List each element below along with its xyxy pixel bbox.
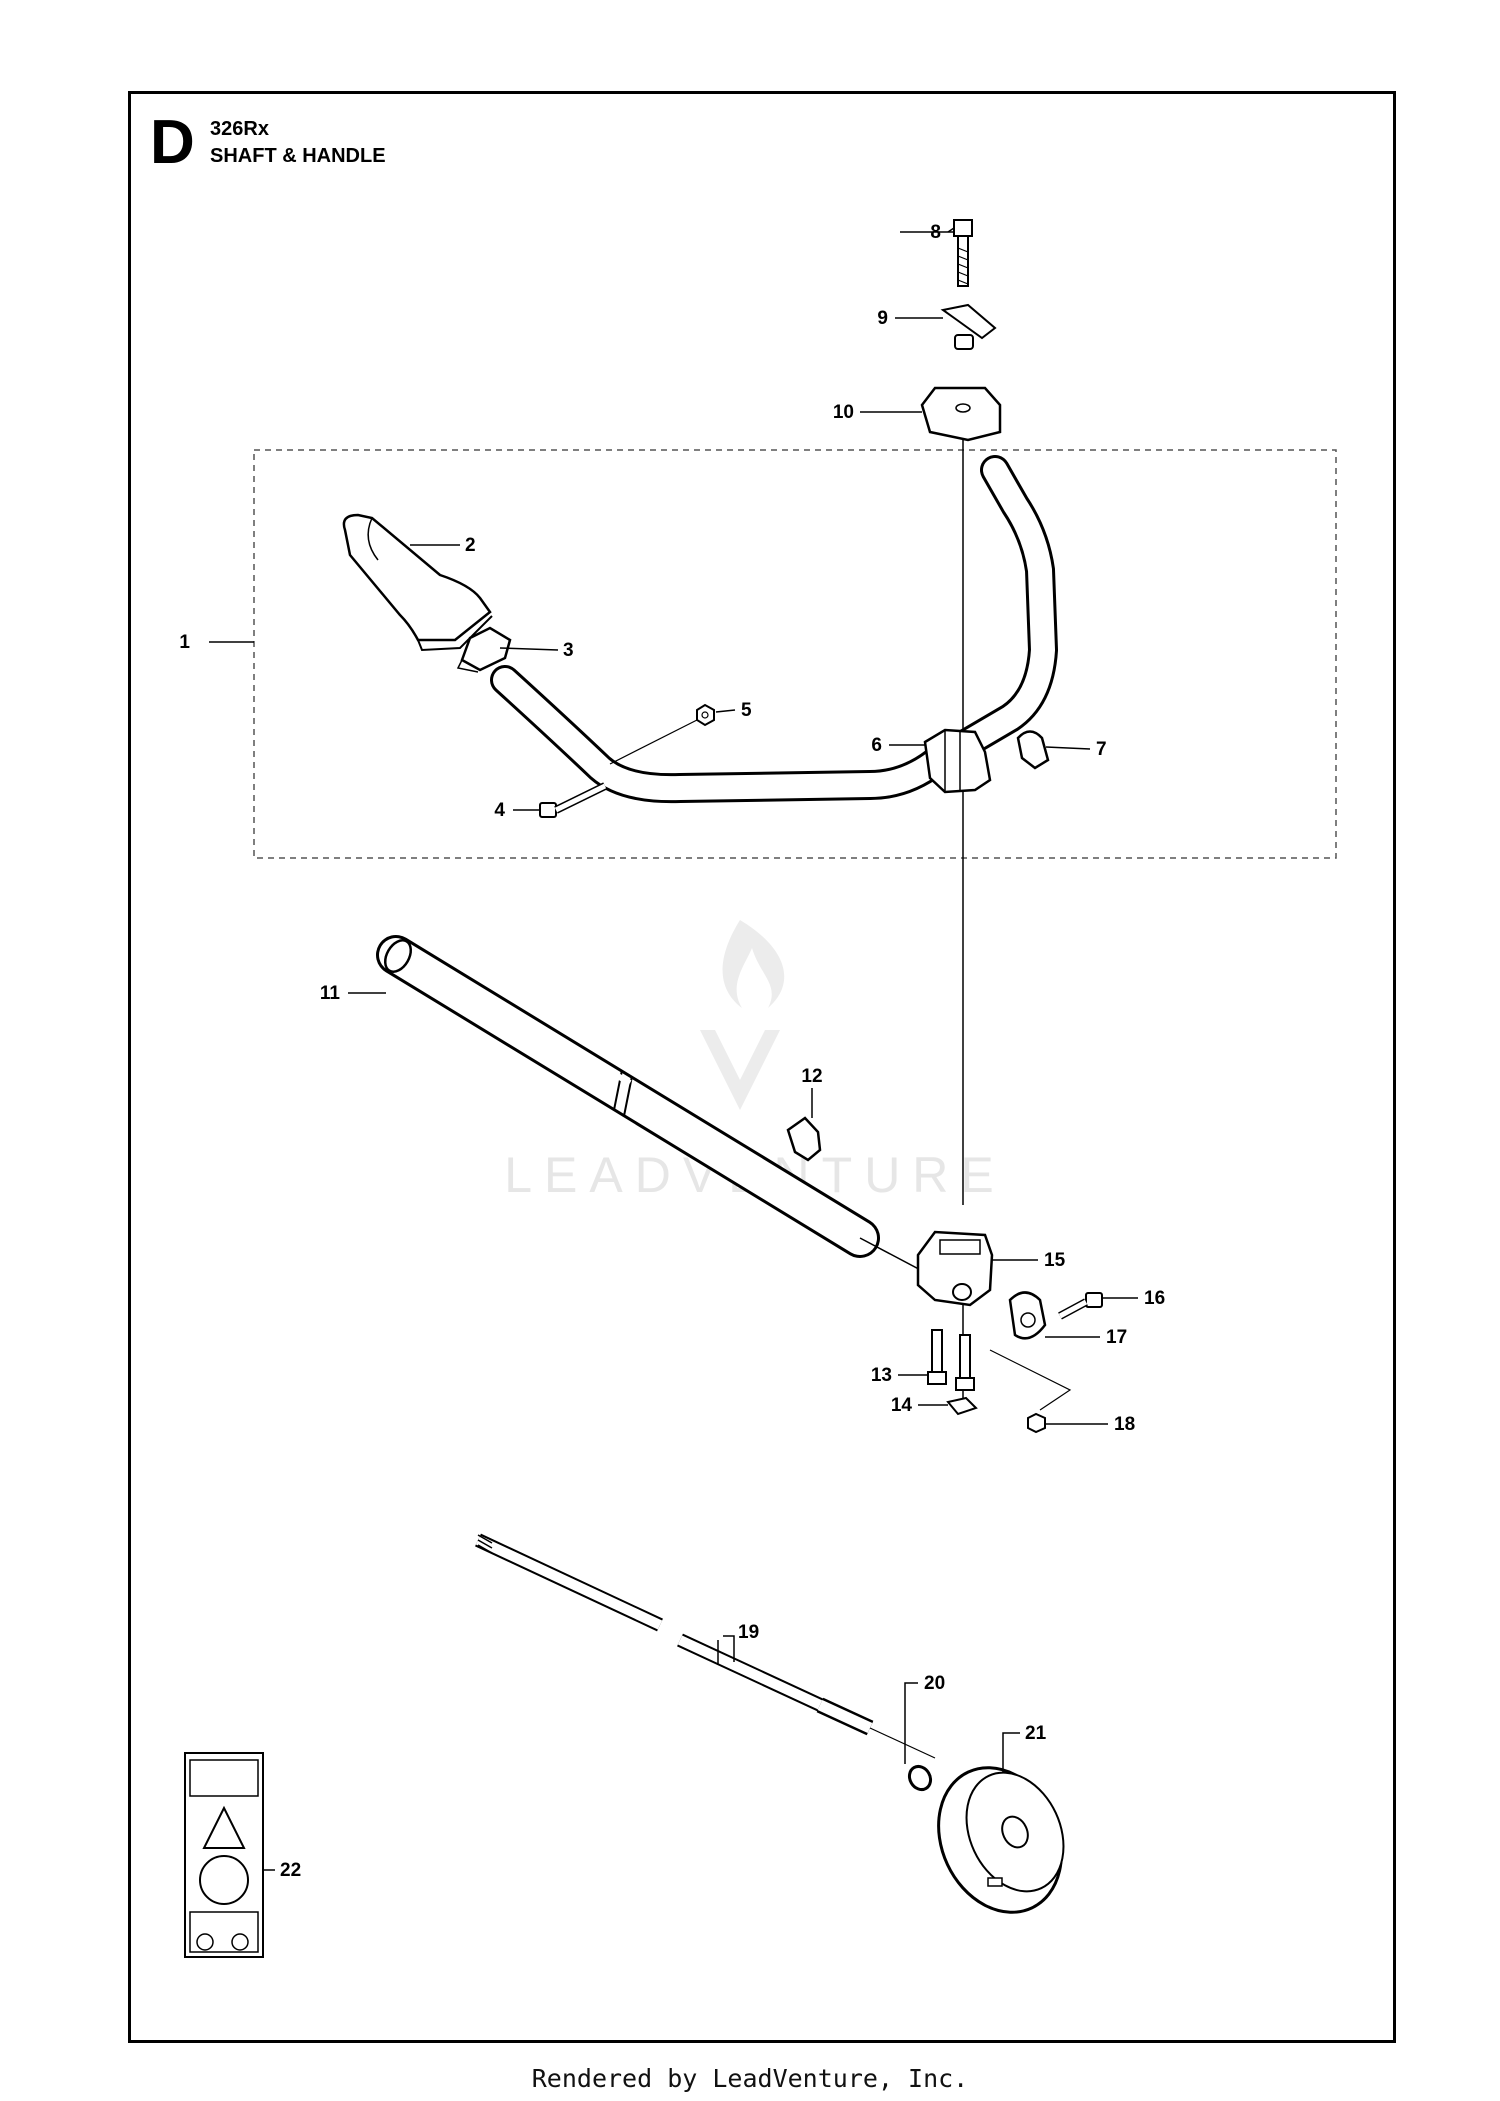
callout-19: 19 (738, 1622, 759, 1643)
part-5-nut (609, 703, 715, 765)
model-name: 326Rx (210, 118, 269, 140)
part-20-ring (907, 1764, 933, 1792)
diagram-frame (128, 91, 1396, 2043)
callout-5: 5 (741, 700, 752, 721)
part-15-bracket (916, 1230, 994, 1307)
callout-10: 10 (833, 402, 854, 423)
watermark-v-icon (700, 1030, 780, 1110)
part-22-decal (184, 1752, 264, 1958)
callout-13: 13 (871, 1365, 892, 1386)
part-9-knob (940, 303, 997, 350)
part-11-shaft-tube (376, 935, 931, 1276)
footer-credit: Rendered by LeadVenture, Inc. (531, 2064, 969, 2093)
callout-8: 8 (930, 222, 941, 243)
sheet-letter: D (150, 108, 195, 177)
callout-6: 6 (871, 735, 882, 756)
part-7-spacer (1016, 730, 1050, 770)
part-14-square-nut (946, 1396, 978, 1416)
callout-1: 1 (179, 632, 190, 653)
part-19-drive-shaft (475, 1533, 936, 1759)
part-6-handle-clamp (923, 728, 992, 794)
section-title: SHAFT & HANDLE (210, 145, 386, 167)
callout-22: 22 (280, 1860, 301, 1881)
part-12-clip (786, 1116, 822, 1162)
part-17-cap (1008, 1291, 1047, 1340)
callout-17: 17 (1106, 1327, 1127, 1348)
callout-3: 3 (563, 640, 574, 661)
part-13-screws (927, 1329, 975, 1391)
watermark-flame-icon (722, 920, 785, 1008)
callout-12: 12 (801, 1066, 822, 1087)
part-3-trigger (456, 626, 512, 673)
part-21-clutch-drum (937, 1766, 1065, 1914)
callout-9: 9 (877, 308, 888, 329)
callout-4: 4 (494, 800, 505, 821)
part-8-bolt (953, 219, 973, 287)
callout-15: 15 (1044, 1250, 1066, 1271)
part-18-nut (989, 1349, 1072, 1434)
callout-11: 11 (320, 983, 341, 1004)
callout-14: 14 (891, 1395, 913, 1416)
callout-20: 20 (924, 1673, 945, 1694)
callout-18: 18 (1114, 1414, 1135, 1435)
part-16-screw (1058, 1292, 1103, 1320)
callout-16: 16 (1144, 1288, 1165, 1309)
handle-assembly-box (253, 449, 1337, 859)
leader-lines (209, 227, 1138, 1871)
part-4-screw (539, 782, 607, 818)
callout-21: 21 (1025, 1723, 1047, 1744)
part-10-clamp-cap (920, 386, 1002, 442)
callout-labels: 1 2 3 4 5 6 7 8 9 10 11 12 13 14 15 16 1… (179, 222, 1165, 1881)
callout-7: 7 (1096, 739, 1107, 760)
handle-bar (490, 455, 1059, 804)
callout-2: 2 (465, 535, 476, 556)
part-2-grip (342, 513, 493, 652)
